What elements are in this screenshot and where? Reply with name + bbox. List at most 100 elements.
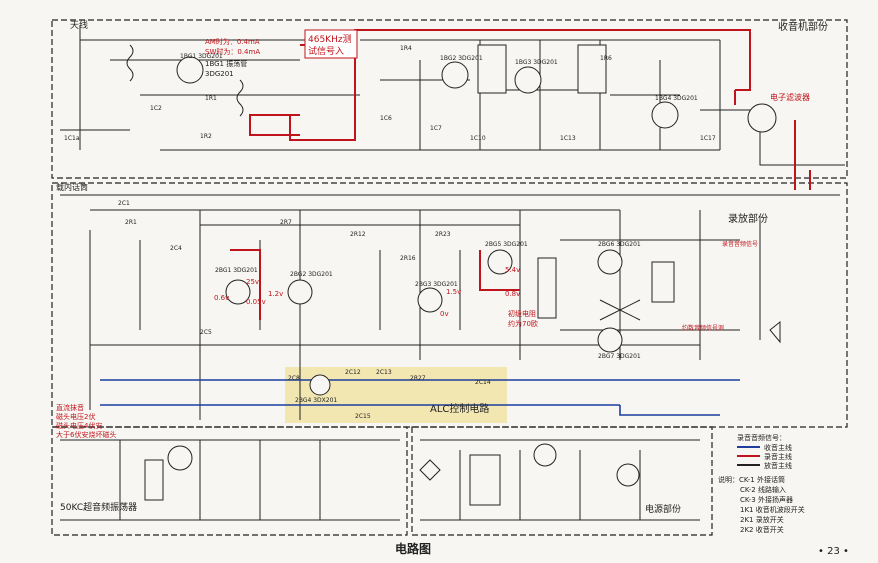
label-1bg2: 1BG2 3DG201 [440,55,483,62]
page-number: • 23 • [818,546,849,557]
osc-name-label: 1BG1 振荡管 [205,59,247,68]
electronic-filter-note: 电子滤波器 [770,92,810,102]
label-cap-1: 1C1a [64,135,80,142]
if-transformer-1 [477,44,507,94]
transistor-2bg6 [487,249,513,275]
label-cap-14: 2C14 [475,379,491,386]
transistor-2bg7 [597,249,623,275]
voltage-6: 5.4v [505,266,520,274]
if-test-line-1: 465KHz测 [308,34,352,45]
label-cap-8: 2C1 [118,200,130,207]
label-res-3: 1R4 [400,45,412,52]
label-2bg4: 2BG4 3DX201 [295,397,337,404]
voltage-3: 0.05v [246,298,266,306]
voltage-7: 0.8v [505,290,520,298]
label-res-9: 2R23 [435,231,451,238]
idle-current-line-2: 约为70欧 [508,319,538,328]
transistor-2bg5 [417,287,443,313]
label-cap-10: 2C5 [200,329,212,336]
mic-label: 载内话筒 [56,182,88,192]
output-transformer [537,257,557,319]
receiver-transistors [176,44,777,133]
transistor-filter [747,103,777,133]
label-res-2: 1R2 [200,133,212,140]
red-note-2: 约数音频信号测 [682,324,724,332]
note-5: 2K1 录放开关 [740,515,784,524]
label-cap-15: 2C15 [355,413,371,420]
head-note-2: 磁头电压2伏 [56,412,95,421]
driver-transformer [651,261,675,303]
if-transformer-2 [577,44,607,94]
label-2bg7: 2BG7 3DG201 [598,353,641,360]
transistor-2bg3 [287,279,313,305]
osc-part-label: 3DG201 [205,70,234,78]
note-4: 1K1 收音机波段开关 [740,505,805,514]
note-6: 2K2 收音开关 [740,525,784,534]
power-transformer [469,454,501,506]
legend-item-1: 收音主线 [764,443,792,452]
receiver-wiring [60,25,845,166]
receiver-section-frame [51,19,848,179]
note-2: CK-2 线路输入 [740,485,786,494]
recorder-transistors [225,249,781,396]
recorder-section-title: 录放部份 [728,212,768,225]
oscillator-coil [144,459,164,501]
legend-title: 录音音频信号： [737,433,786,442]
power-section-title: 电源部份 [645,503,681,515]
recorder-wiring [60,194,840,420]
transistor-2bg8 [597,327,623,353]
label-2bg5: 2BG5 3DG201 [485,241,528,248]
transistor-1bg2 [441,61,469,89]
label-cap-2: 1C2 [150,105,162,112]
transistor-2bg4 [309,374,331,396]
transistor-1bg1 [176,56,204,84]
label-cap-13: 2C13 [376,369,392,376]
label-cap-12: 2C12 [345,369,361,376]
label-cap-4: 1C7 [430,125,442,132]
label-res-8: 2R16 [400,255,416,262]
label-1bg1: 1BG1 3DG201 [180,53,223,60]
label-cap-3: 1C6 [380,115,392,122]
label-res-6: 2R7 [280,219,292,226]
idle-current-line-1: 初级电阻 [508,309,536,318]
sw-current-note: SW时为：0.4mA [205,47,260,56]
transistor-power-1 [533,443,557,467]
label-2bg2: 2BG2 3DG201 [290,271,333,278]
label-2bg3: 2BG3 3DG201 [415,281,458,288]
legend-item-2: 录音主线 [764,452,792,461]
label-2bg6: 2BG6 3DG201 [598,241,641,248]
figure-caption: 电路图 [395,541,431,556]
voltage-5: 1.5v [446,288,461,296]
antenna-label: 天线 [70,19,88,31]
note-3: CK-3 外接扬声器 [740,495,793,504]
bridge-rectifier [419,459,441,481]
label-res-1: 1R1 [205,95,217,102]
transistor-power-2 [616,463,640,487]
speaker-icon [769,320,781,344]
label-res-7: 2R12 [350,231,366,238]
label-2bg1: 2BG1 3DG201 [215,267,258,274]
label-cap-7: 1C17 [700,135,716,142]
power-section-frame [411,426,713,536]
label-cap-6: 1C13 [560,135,576,142]
lower-wiring [60,439,700,521]
label-res-5: 2R1 [125,219,137,226]
label-1bg4: 1BG4 3DG201 [655,95,698,102]
am-current-note: AM时为：0.4mA [205,37,260,46]
receiver-section-title: 收音机部份 [778,20,828,33]
head-note-3: 磁头电压4伏安 [56,421,102,430]
transistor-1bg4 [651,101,679,129]
label-res-4: 1R6 [600,55,612,62]
if-test-line-2: 试信号入 [308,45,344,57]
voltage-8: 0v [440,310,449,318]
label-res-10: 2R27 [410,375,426,382]
legend-item-3: 放音主线 [764,461,792,470]
if-test-box [304,29,358,59]
voltage-4: 1.2v [268,290,283,298]
voltage-1: 25v [246,278,259,286]
label-cap-9: 2C4 [170,245,182,252]
head-note-1: 直流抹音 [56,403,84,412]
transistor-1bg3 [514,66,542,94]
transistor-osc [167,445,193,471]
